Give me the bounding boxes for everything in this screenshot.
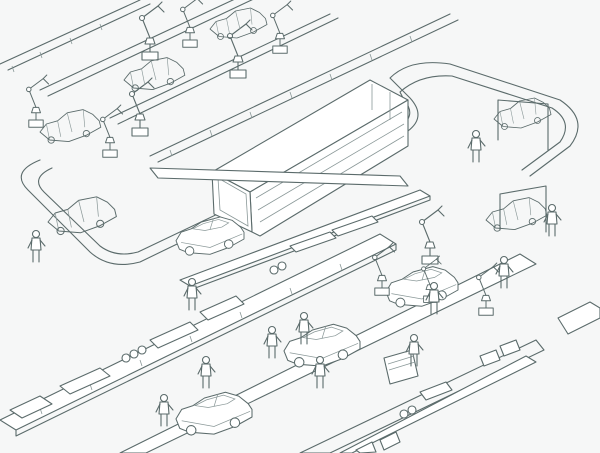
robot-cluster-top — [26, 0, 294, 158]
seat-conveyor — [339, 339, 537, 453]
parts-cart — [383, 349, 419, 385]
body-panels — [9, 295, 245, 419]
parts-conveyor — [149, 167, 431, 291]
right-edge-part — [557, 301, 600, 335]
right-hanger-station — [497, 99, 549, 233]
paint-booth — [211, 79, 409, 237]
top-conveyor — [0, 0, 459, 163]
loop-track — [20, 62, 579, 265]
